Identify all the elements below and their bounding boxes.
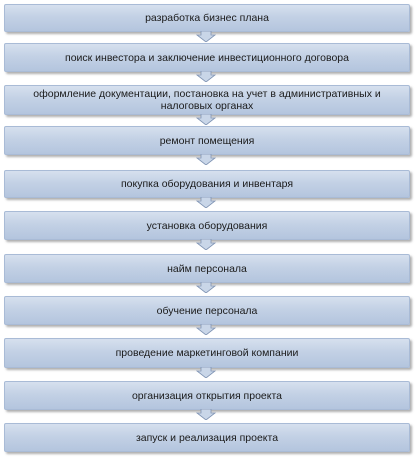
arrow-down-icon (196, 31, 216, 42)
arrow-down-icon (196, 324, 216, 335)
arrow-down-icon (196, 367, 216, 378)
step-10-label: организация открытия проекта (131, 389, 283, 402)
step-6: установка оборудования (4, 211, 410, 240)
arrow-down-icon (196, 239, 216, 250)
step-5-label: покупка оборудования и инвентаря (120, 178, 294, 190)
step-9-label: проведение маркетинговой компании (115, 347, 299, 359)
step-11: запуск и реализация проекта (4, 423, 410, 452)
step-5: покупка оборудования и инвентаря (4, 170, 410, 198)
step-4: ремонт помещения (4, 126, 410, 155)
step-1: разработка бизнес плана (4, 4, 410, 32)
step-2-label: поиск инвестора и заключение инвестицион… (65, 51, 349, 64)
arrow-down-icon (196, 114, 216, 125)
step-3-label: оформление документации, постановка на у… (33, 88, 381, 112)
step-9: проведение маркетинговой компании (4, 338, 410, 368)
arrow-down-icon (196, 282, 216, 293)
step-2: поиск инвестора и заключение инвестицион… (4, 43, 410, 72)
arrow-down-icon (196, 71, 216, 82)
step-11-label: запуск и реализация проекта (135, 431, 279, 444)
step-1-label: разработка бизнес плана (145, 12, 269, 24)
step-7-label: найм персонала (167, 262, 247, 275)
step-7: найм персонала (4, 254, 410, 283)
step-6-label: установка оборудования (146, 219, 268, 232)
step-10: организация открытия проекта (4, 381, 410, 410)
step-8-label: обучение персонала (156, 304, 258, 317)
arrow-down-icon (196, 409, 216, 420)
step-3: оформление документации, постановка на у… (4, 85, 410, 115)
step-4-label: ремонт помещения (159, 134, 255, 147)
step-8: обучение персонала (4, 296, 410, 325)
arrow-down-icon (196, 154, 216, 165)
arrow-down-icon (196, 197, 216, 208)
